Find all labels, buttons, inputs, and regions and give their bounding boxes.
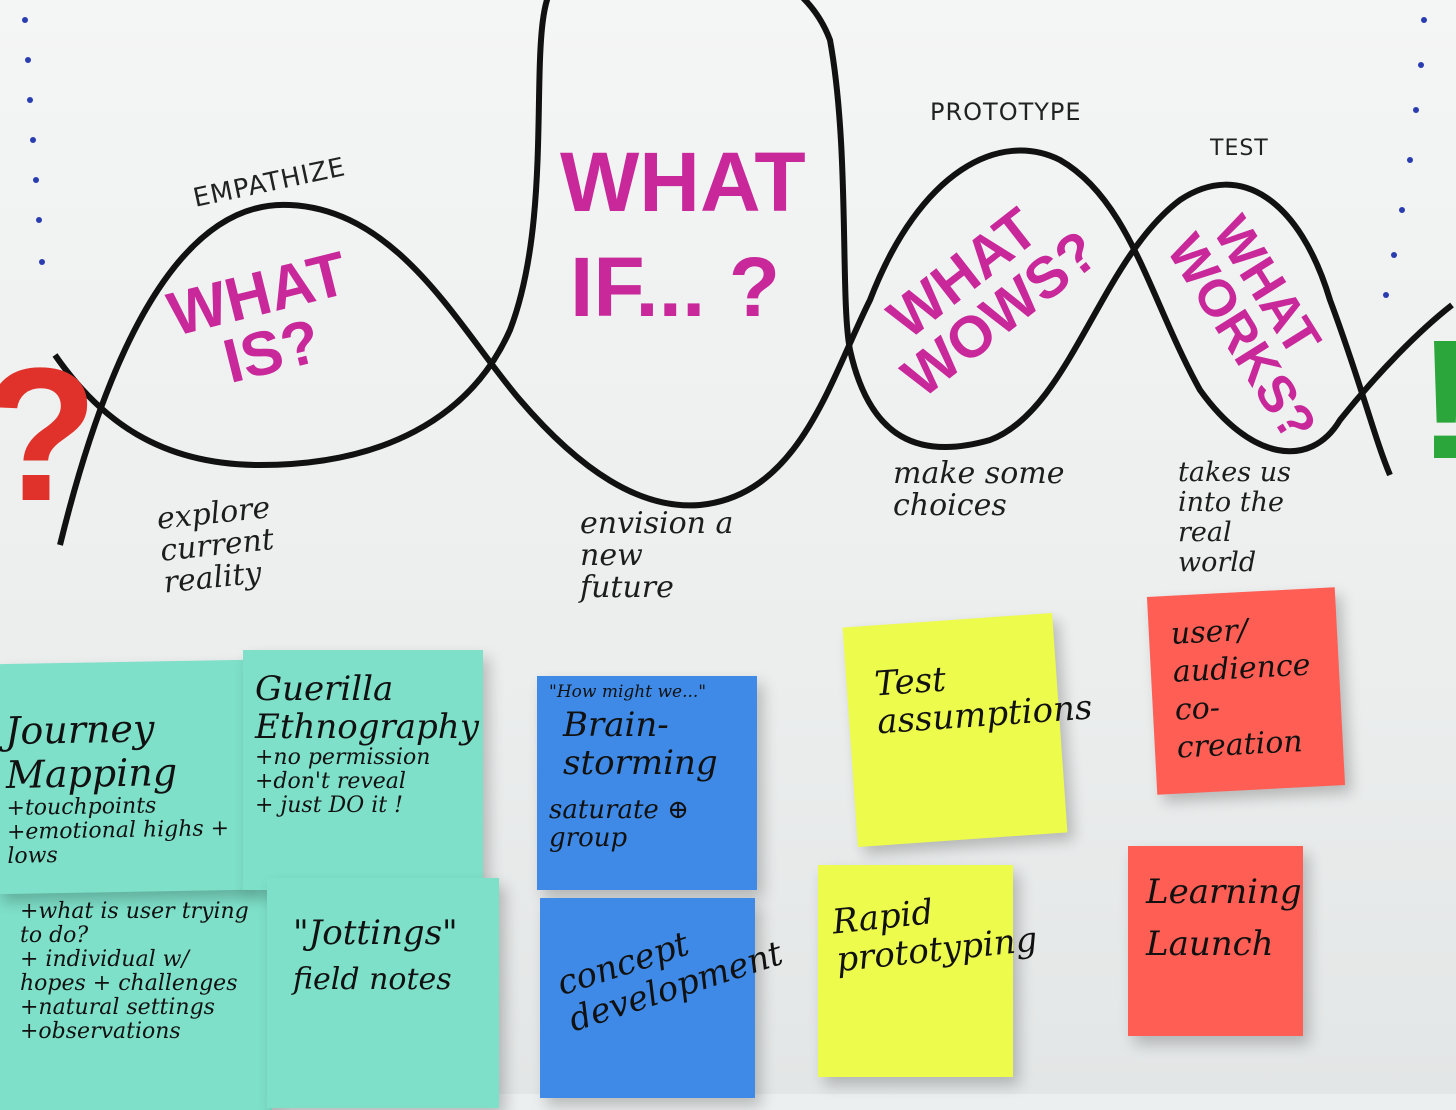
sticky-note-concept-development: concept development bbox=[540, 898, 788, 1098]
caption-takes-us-into-real-world: takes us into the real world bbox=[1178, 457, 1291, 578]
stage-label-test: TEST bbox=[1210, 136, 1269, 161]
note-line: +emotional highs + lows bbox=[6, 816, 230, 869]
question-what-if: WHAT IF... ? bbox=[560, 135, 806, 334]
note-line: +natural settings bbox=[20, 995, 215, 1020]
note-title: "Jottings" bbox=[293, 913, 458, 953]
sticky-note-brainstorming: "How might we..." Brain-storming saturat… bbox=[537, 676, 757, 890]
note-line: +what is user trying to do? bbox=[20, 899, 249, 948]
note-title: Journey Mapping bbox=[4, 706, 178, 797]
note-title: Test assumptions bbox=[873, 659, 1094, 743]
sticky-note-test-assumptions: Test assumptions bbox=[842, 612, 1094, 848]
right-exclamation-mark: ! bbox=[1418, 315, 1456, 484]
curve-a bbox=[57, 147, 1454, 546]
caption-envision-new-future: envision a new future bbox=[580, 506, 734, 605]
caption-explore-current-reality: explore current reality bbox=[155, 490, 276, 601]
note-line: + individual w/ hopes + challenges bbox=[20, 947, 238, 996]
sticky-note-rapid-prototyping: Rapid prototyping bbox=[818, 865, 1040, 1077]
note-title: Guerilla Ethnography bbox=[255, 669, 479, 747]
note-title: Learning Launch bbox=[1146, 872, 1302, 964]
dotted-border-left bbox=[22, 17, 45, 265]
note-title: concept development bbox=[552, 923, 788, 1041]
note-subtitle: saturate ⊕ group bbox=[549, 795, 689, 853]
curve-b bbox=[52, 0, 1393, 477]
sticky-note-guerilla-ethnography: Guerilla Ethnography +no permission +don… bbox=[243, 650, 483, 890]
note-title: Rapid prototyping bbox=[830, 892, 1040, 981]
note-title: Brain-storming bbox=[563, 705, 718, 783]
sticky-note-journey-mapping-top: Journey Mapping +touchpoints +emotional … bbox=[0, 659, 248, 895]
dotted-border-right bbox=[1383, 17, 1427, 298]
stage-label-prototype: PROTOTYPE bbox=[930, 98, 1082, 126]
left-question-mark: ? bbox=[0, 340, 98, 529]
sticky-note-learning-launch: Learning Launch bbox=[1128, 846, 1303, 1036]
sticky-note-jottings: "Jottings" field notes bbox=[267, 878, 499, 1108]
note-line: +don't reveal bbox=[255, 769, 406, 794]
caption-make-some-choices: make some choices bbox=[893, 456, 1065, 523]
note-line: + just DO it ! bbox=[255, 793, 403, 818]
note-title: user/ audience co-creation bbox=[1170, 612, 1312, 766]
note-line: +no permission bbox=[255, 745, 431, 770]
sticky-note-audience-co-creation: user/ audience co-creation bbox=[1146, 587, 1346, 795]
note-line: +observations bbox=[20, 1019, 181, 1044]
note-subtitle: field notes bbox=[293, 962, 452, 997]
note-prompt: "How might we..." bbox=[549, 682, 707, 702]
sticky-note-journey-mapping: +what is user trying to do? + individual… bbox=[0, 880, 272, 1110]
